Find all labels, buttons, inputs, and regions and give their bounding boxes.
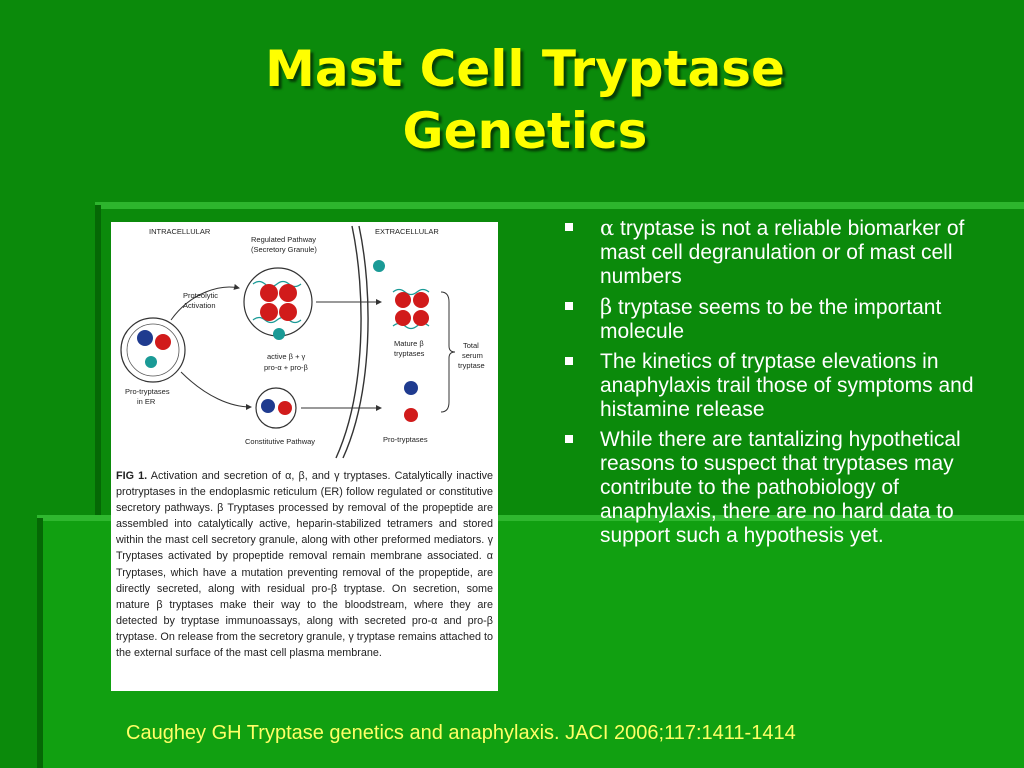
er-compartment — [120, 317, 186, 383]
bullet-item: α tryptase is not a reliable biomarker o… — [562, 216, 1002, 289]
slide-title: Mast Cell Tryptase Genetics — [130, 38, 920, 162]
beta-subunit — [404, 408, 418, 422]
label-secretory-granule: (Secretory Granule) — [251, 245, 317, 254]
figure-panel: INTRACELLULAR EXTRACELLULAR Regulated Pa… — [111, 222, 498, 691]
er-inner — [126, 323, 180, 377]
bullet-item: β tryptase seems to be the important mol… — [562, 295, 1002, 344]
title-line-1: Mast Cell Tryptase — [265, 40, 785, 98]
bullet-item: While there are tantalizing hypothetical… — [562, 428, 1002, 548]
alpha-subunit — [404, 381, 418, 395]
beta-subunit — [155, 334, 171, 350]
beta-subunit — [395, 292, 411, 308]
label-intracellular: INTRACELLULAR — [149, 227, 211, 236]
greek-symbol: α — [600, 216, 615, 240]
label-extracellular: EXTRACELLULAR — [375, 227, 439, 236]
label-activation: Activation — [183, 301, 216, 310]
beta-subunit — [279, 303, 297, 321]
label-tryptases: tryptases — [394, 349, 425, 358]
label-active: active β + γ — [267, 352, 306, 361]
label-pro: pro-α + pro-β — [264, 363, 309, 372]
square-bullet-icon — [565, 223, 573, 231]
caption-text: Activation and secretion of α, β, and γ … — [116, 470, 493, 660]
label-total: Total — [463, 341, 479, 350]
tryptase-pathway-diagram: INTRACELLULAR EXTRACELLULAR Regulated Pa… — [120, 225, 485, 459]
bullet-text: While there are tantalizing hypothetical… — [600, 428, 961, 547]
bullet-list: α tryptase is not a reliable biomarker o… — [562, 216, 1002, 554]
bullet-text: The kinetics of tryptase elevations in a… — [600, 350, 974, 421]
bullet-text: tryptase is not a reliable biomarker of … — [600, 217, 965, 288]
decor-band-lower-left — [37, 518, 43, 768]
beta-subunit — [278, 401, 292, 415]
beta-subunit — [413, 292, 429, 308]
label-tryptase-total: tryptase — [458, 361, 485, 370]
greek-symbol: β — [600, 295, 613, 319]
decor-band-left — [95, 205, 101, 725]
heparin-chain-2 — [252, 316, 302, 324]
label-protryptases: Pro-tryptases — [383, 435, 428, 444]
label-proteolytic: Proteolytic — [183, 291, 218, 300]
beta-subunit — [260, 284, 278, 302]
heparin-chain-3 — [392, 288, 430, 296]
label-constitutive-pathway: Constitutive Pathway — [245, 437, 315, 446]
title-line-2: Genetics — [402, 102, 648, 160]
heparin-chain-1 — [252, 280, 302, 288]
beta-subunit — [260, 303, 278, 321]
label-serum: serum — [462, 351, 483, 360]
secretory-granule — [243, 267, 313, 337]
alpha-subunit — [261, 399, 275, 413]
beta-subunit — [413, 310, 429, 326]
label-in-er: in ER — [137, 397, 156, 406]
gamma-subunit — [273, 328, 285, 340]
bullet-item: The kinetics of tryptase elevations in a… — [562, 350, 1002, 422]
arrow-to-constitutive — [180, 371, 252, 410]
square-bullet-icon — [565, 302, 573, 310]
gamma-subunit — [145, 356, 157, 368]
beta-subunit — [395, 310, 411, 326]
square-bullet-icon — [565, 435, 573, 443]
caption-label: FIG 1. — [116, 470, 148, 482]
square-bullet-icon — [565, 357, 573, 365]
citation: Caughey GH Tryptase genetics and anaphyl… — [126, 722, 796, 744]
total-serum-brace — [440, 291, 456, 413]
plasma-membrane-outer — [342, 225, 369, 459]
label-regulated-pathway: Regulated Pathway — [251, 235, 316, 244]
constitutive-vesicle — [255, 387, 297, 429]
figure-caption: FIG 1. Activation and secretion of α, β,… — [116, 468, 493, 661]
bullet-text: tryptase seems to be the important molec… — [600, 296, 942, 343]
label-mature: Mature β — [394, 339, 424, 348]
gamma-subunit — [373, 260, 385, 272]
beta-subunit — [279, 284, 297, 302]
alpha-subunit — [137, 330, 153, 346]
label-protryptases-er: Pro-tryptases — [125, 387, 170, 396]
decor-band-top — [95, 202, 1024, 209]
decor-band-mid — [37, 515, 1024, 521]
arrow-to-granule — [170, 283, 240, 321]
plasma-membrane-inner — [335, 225, 362, 459]
